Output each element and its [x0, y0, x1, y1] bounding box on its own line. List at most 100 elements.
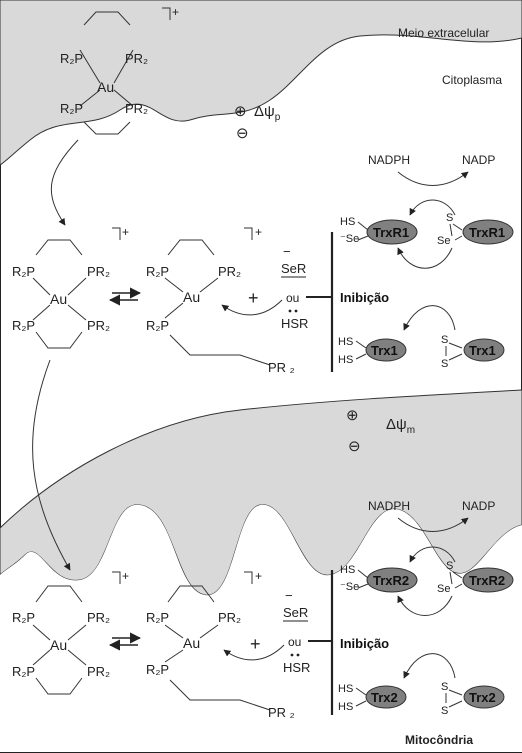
ser-label-mito: SeR — [283, 605, 308, 620]
plasma-membrane — [0, 0, 522, 166]
svg-text:⁻Se: ⁻Se — [340, 233, 359, 245]
ser-charge-mito: − — [285, 588, 293, 603]
svg-text:PR₂: PR₂ — [87, 664, 110, 679]
ou-label-mito: ou — [288, 635, 301, 649]
svg-text:PR₂: PR₂ — [87, 264, 110, 279]
svg-text:Trx2: Trx2 — [469, 690, 496, 705]
svg-text:R₂P: R₂P — [12, 264, 35, 279]
svg-text:Se: Se — [437, 583, 450, 595]
gold-complex-mito-closed: R₂P PR₂ Au R₂P PR₂ + — [12, 569, 129, 695]
nadph-label-mito: NADPH — [368, 499, 410, 513]
trx-reduction-arrow-mito — [403, 653, 456, 679]
svg-text:PR ₂: PR ₂ — [268, 360, 295, 375]
svg-text:Au: Au — [183, 635, 200, 651]
trxr1-oxidized-enzyme — [462, 219, 514, 245]
svg-text:⁻Se: ⁻Se — [340, 581, 359, 593]
transport-arrow-1 — [50, 139, 79, 226]
svg-text:S: S — [446, 212, 453, 224]
trxr1-reduced-enzyme — [366, 219, 418, 245]
trx1-reduced-protein — [365, 338, 407, 362]
svg-text:R₂P: R₂P — [146, 318, 169, 333]
mitochondrial-membrane — [0, 389, 522, 596]
svg-text:TrxR2: TrxR2 — [469, 573, 505, 588]
svg-text:S: S — [441, 681, 448, 693]
svg-text:+: + — [122, 225, 129, 239]
svg-text:S: S — [441, 334, 448, 346]
inhibicao-label-mito: Inibição — [340, 636, 389, 651]
label-meio-extracelular: Meio extracelular — [398, 26, 489, 40]
hsr-label-mito: HSR — [283, 660, 310, 675]
svg-text:Trx1: Trx1 — [371, 343, 398, 358]
svg-text:+: + — [122, 569, 129, 583]
trxr-cycle-arrow-mito — [397, 595, 453, 616]
trxr-reduction-arrow-mito — [409, 546, 456, 563]
delta-psi-p: Δψp — [254, 103, 281, 123]
label-citoplasma: Citoplasma — [442, 73, 502, 87]
svg-text:R₂P: R₂P — [60, 101, 83, 116]
svg-text:R₂P: R₂P — [146, 662, 169, 677]
plus-reagent-mito: + — [250, 634, 261, 654]
svg-text:+: + — [255, 225, 262, 239]
svg-text:Se: Se — [437, 235, 450, 247]
trx-reduction-arrow-cyto — [403, 305, 456, 331]
svg-text:PR₂: PR₂ — [218, 264, 241, 279]
svg-text:HS: HS — [338, 683, 353, 695]
transport-arrow-2 — [32, 359, 71, 571]
svg-text:PR₂: PR₂ — [125, 51, 148, 66]
nadp-label-cyto: NADP — [462, 153, 495, 167]
svg-text:TrxR2: TrxR2 — [373, 573, 409, 588]
nadp-label-mito: NADP — [462, 499, 495, 513]
label-mitocondria: Mitocôndria — [405, 733, 473, 747]
nadph-oxidation-arrow-cyto — [397, 171, 469, 186]
ou-label: ou — [286, 291, 299, 305]
svg-text:R₂P: R₂P — [146, 264, 169, 279]
ser-charge: − — [283, 244, 291, 259]
svg-text:TrxR1: TrxR1 — [469, 225, 505, 240]
trx2-reduced-protein — [365, 685, 407, 709]
plus-charge-icon: ⊕ — [234, 103, 247, 120]
minus-charge-icon-mito: ⊖ — [348, 438, 361, 455]
gold-complex-mito-open: R₂P PR₂ Au R₂P PR ₂ + — [146, 569, 295, 720]
ser-label: SeR — [281, 261, 306, 276]
svg-text:HS: HS — [338, 701, 353, 713]
svg-text:HS: HS — [338, 336, 353, 348]
svg-text:TrxR1: TrxR1 — [373, 225, 409, 240]
svg-text:Au: Au — [50, 637, 67, 653]
svg-text:S: S — [441, 358, 448, 370]
delta-psi-m: Δψm — [386, 416, 415, 436]
nadph-label-cyto: NADPH — [368, 153, 410, 167]
svg-text:HS: HS — [340, 216, 355, 228]
svg-text:S: S — [441, 705, 448, 717]
svg-text:HS: HS — [338, 354, 353, 366]
svg-text:R₂P: R₂P — [12, 318, 35, 333]
svg-text:HS: HS — [340, 564, 355, 576]
svg-text:Au: Au — [50, 291, 67, 307]
reagent-attack-arrow-mito — [223, 644, 285, 661]
svg-text:S: S — [446, 560, 453, 572]
svg-text:PR ₂: PR ₂ — [268, 705, 295, 720]
svg-text:PR₂: PR₂ — [87, 610, 110, 625]
nadph-oxidation-arrow-mito — [397, 517, 469, 532]
svg-text:R₂P: R₂P — [12, 610, 35, 625]
svg-text:+: + — [255, 569, 262, 583]
svg-text:Trx1: Trx1 — [469, 343, 496, 358]
svg-text:+: + — [172, 5, 179, 19]
svg-text:R₂P: R₂P — [12, 664, 35, 679]
gold-complex-top: R₂P PR₂ Au R₂P PR₂ + — [60, 5, 179, 135]
trx2-oxidized-protein — [463, 685, 505, 709]
trxr-reduction-arrow-cyto — [409, 199, 456, 216]
svg-text:Au: Au — [183, 289, 200, 305]
svg-text:PR₂: PR₂ — [87, 318, 110, 333]
trxr2-reduced-enzyme — [366, 567, 418, 593]
svg-text:R₂P: R₂P — [60, 51, 83, 66]
svg-text:R₂P: R₂P — [146, 610, 169, 625]
inhibicao-label-cyto: Inibição — [340, 290, 389, 305]
svg-text:Trx2: Trx2 — [371, 690, 398, 705]
hsr-label: HSR — [281, 316, 308, 331]
svg-text:PR₂: PR₂ — [125, 101, 148, 116]
reagent-attack-arrow — [221, 299, 283, 316]
minus-charge-icon: ⊖ — [236, 125, 249, 142]
trxr2-oxidized-enzyme — [462, 567, 514, 593]
plus-charge-icon-mito: ⊕ — [346, 407, 359, 424]
